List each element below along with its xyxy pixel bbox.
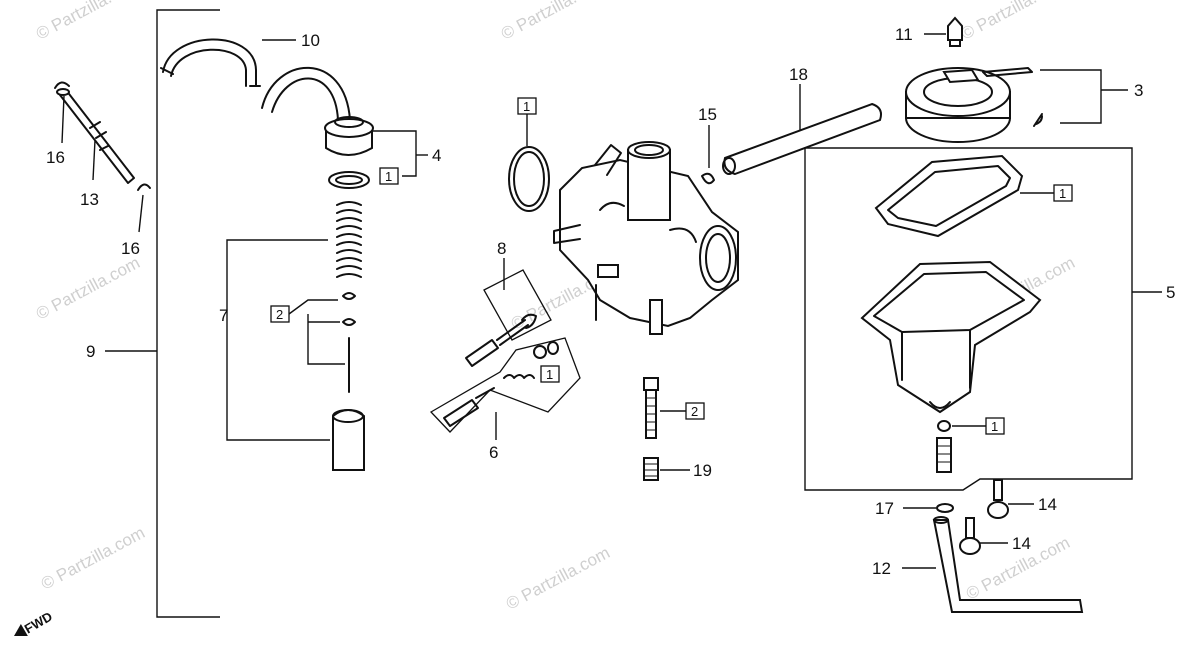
watermark: © Partzilla.com: [38, 523, 148, 594]
callout-3: 3: [1134, 81, 1143, 100]
part-18-hose: 18: [722, 65, 882, 176]
callout-12: 12: [872, 559, 891, 578]
part-13-tube: [56, 88, 135, 184]
part-7-throttle-valve: 7 2: [219, 201, 365, 471]
callout-16: 16: [46, 148, 65, 167]
callout-14: 14: [1038, 495, 1057, 514]
callout-17: 17: [875, 499, 894, 518]
callout-6: 6: [489, 443, 498, 462]
fwd-label: FWD: [22, 609, 55, 637]
boxed-ref-1: 1: [385, 169, 392, 184]
part-3-air-filter: 3: [905, 67, 1143, 143]
part-17-clip: 17: [875, 499, 954, 518]
part-8-screw: 8: [465, 239, 552, 367]
fwd-arrow-icon: FWD: [14, 609, 55, 637]
callout-5: 5: [1166, 283, 1175, 302]
callout-13: 13: [80, 190, 99, 209]
part-6-mixture-screw-set: 6 1: [429, 337, 581, 462]
callout-4: 4: [432, 146, 441, 165]
part-16-clip: [54, 81, 151, 233]
callout-7: 7: [219, 306, 228, 325]
callout-19: 19: [693, 461, 712, 480]
callout-11: 11: [895, 25, 913, 44]
boxed-ref-1: 1: [546, 367, 553, 382]
callout-9: 9: [86, 342, 95, 361]
part-11-screw: 11: [895, 16, 963, 47]
callout-14: 14: [1012, 534, 1031, 553]
callout-15: 15: [698, 105, 717, 124]
boxed-ref-1: 1: [523, 99, 530, 114]
part-float-bowl: 1: [860, 260, 1042, 473]
part-jet-needle-2: 2: [643, 377, 705, 439]
watermark: © Partzilla.com: [958, 0, 1068, 44]
part-10-hose: 10: [160, 31, 320, 87]
boxed-ref-2: 2: [276, 307, 283, 322]
part-gasket-1: 1: [874, 154, 1073, 238]
part-14-drain-screws: 14 14: [959, 479, 1057, 555]
boxed-ref-1: 1: [991, 419, 998, 434]
watermark: © Partzilla.com: [498, 0, 608, 44]
part-carburetor-body: 1: [508, 97, 739, 335]
callout-16: 16: [121, 239, 140, 258]
assembly-bracket-9: 9: [86, 9, 220, 618]
part-19-jet: 19: [643, 457, 712, 481]
callout-18: 18: [789, 65, 808, 84]
boxed-ref-1: 1: [1059, 186, 1066, 201]
callout-8: 8: [497, 239, 506, 258]
watermark: © Partzilla.com: [33, 0, 143, 44]
callout-10: 10: [301, 31, 320, 50]
watermark: © Partzilla.com: [503, 543, 613, 614]
watermark: © Partzilla.com: [33, 253, 143, 324]
part-4-cap-and-ring: 4 1: [324, 116, 441, 189]
part-12-drain-tube: 12: [872, 516, 1084, 613]
part-throttle-hose: [261, 66, 351, 121]
float-chamber-bracket-5: 5: [804, 147, 1175, 491]
part-15-clip: 15: [698, 105, 717, 185]
boxed-ref-2: 2: [691, 404, 698, 419]
